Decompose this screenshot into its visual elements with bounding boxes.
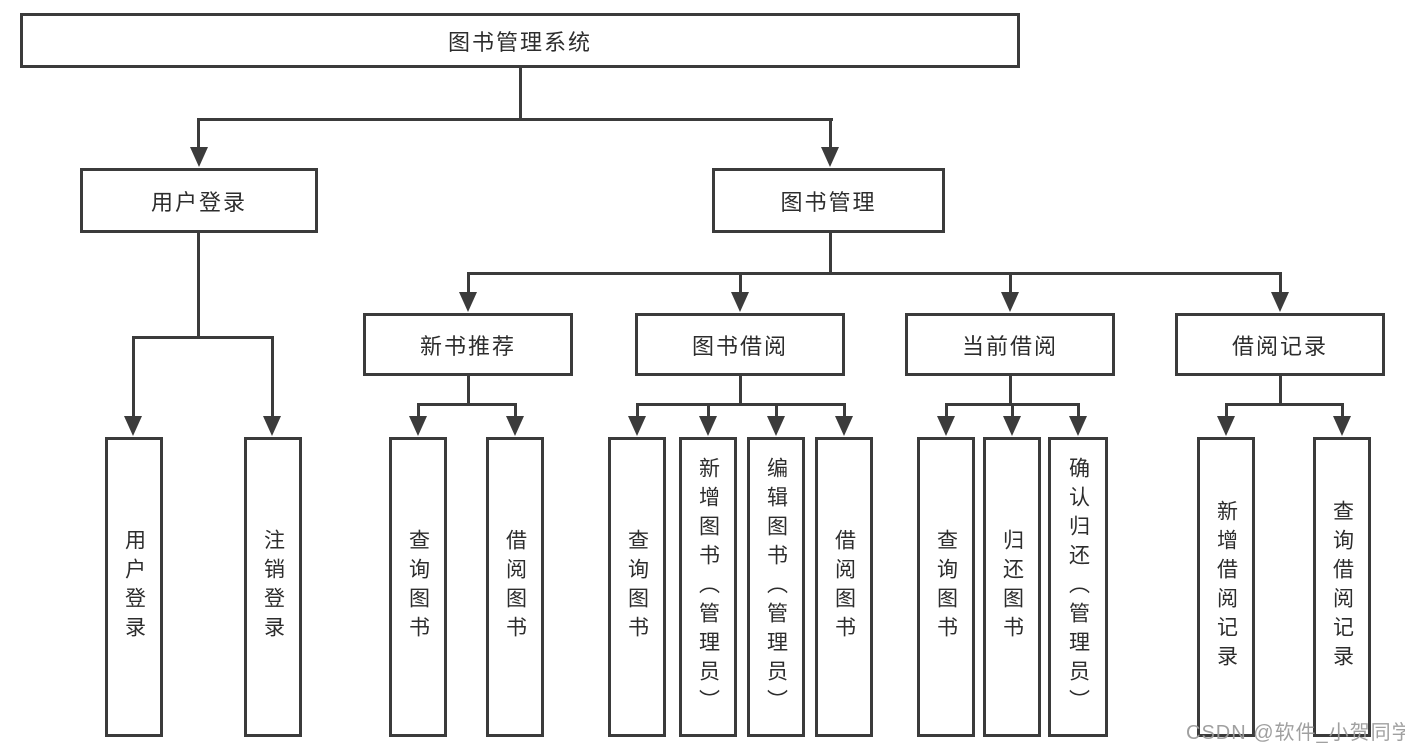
node-current-borrow: 当前借阅	[905, 313, 1115, 376]
connector-line	[1225, 403, 1344, 406]
connector-line	[271, 336, 274, 418]
arrow-down-icon	[190, 147, 208, 167]
node-current-borrow-label: 当前借阅	[961, 333, 1058, 359]
connector-line	[417, 403, 420, 418]
node-leaf-borrow-books-1: 借阅图书	[486, 437, 544, 737]
arrow-down-icon	[506, 416, 524, 436]
node-leaf-add-borrow-record-label: 新增借阅记录	[1214, 500, 1238, 674]
connector-line	[197, 118, 200, 150]
node-new-book-recommend: 新书推荐	[363, 313, 573, 376]
node-leaf-edit-books-admin: 编辑图书（管理员）	[747, 437, 805, 737]
node-leaf-confirm-return-admin: 确认归还（管理员）	[1048, 437, 1108, 737]
node-leaf-add-books-admin-label: 新增图书（管理员）	[696, 456, 720, 718]
connector-line	[739, 272, 742, 294]
connector-line	[739, 375, 742, 406]
node-leaf-borrow-books-2: 借阅图书	[815, 437, 873, 737]
arrow-down-icon	[767, 416, 785, 436]
node-user-login: 用户登录	[80, 168, 318, 233]
node-leaf-return-books-label: 归还图书	[1000, 529, 1024, 645]
node-user-login-label: 用户登录	[150, 189, 247, 215]
connector-line	[1011, 403, 1014, 418]
node-leaf-query-books-1-label: 查询图书	[406, 529, 430, 645]
node-leaf-query-books-2-label: 查询图书	[625, 529, 649, 645]
node-leaf-logout-label: 注销登录	[261, 529, 285, 645]
connector-line	[1279, 272, 1282, 294]
node-leaf-query-books-1: 查询图书	[389, 437, 447, 737]
node-borrow-records: 借阅记录	[1175, 313, 1385, 376]
node-root-label: 图书管理系统	[447, 29, 592, 55]
arrow-down-icon	[937, 416, 955, 436]
arrow-down-icon	[459, 292, 477, 312]
node-book-management: 图书管理	[712, 168, 945, 233]
node-leaf-user-login-label: 用户登录	[122, 529, 146, 645]
node-book-management-label: 图书管理	[780, 189, 877, 215]
connector-line	[829, 233, 832, 274]
connector-line	[197, 233, 200, 338]
connector-line	[467, 272, 1282, 275]
arrow-down-icon	[731, 292, 749, 312]
node-leaf-query-borrow-record: 查询借阅记录	[1313, 437, 1371, 737]
connector-line	[843, 403, 846, 418]
arrow-down-icon	[821, 147, 839, 167]
node-leaf-borrow-books-2-label: 借阅图书	[832, 529, 856, 645]
arrow-down-icon	[699, 416, 717, 436]
arrow-down-icon	[1003, 416, 1021, 436]
node-leaf-logout: 注销登录	[244, 437, 302, 737]
node-leaf-query-books-2: 查询图书	[608, 437, 666, 737]
connector-line	[1341, 403, 1344, 418]
node-leaf-user-login: 用户登录	[105, 437, 163, 737]
connector-line	[417, 403, 517, 406]
connector-line	[132, 336, 274, 339]
arrow-down-icon	[1333, 416, 1351, 436]
connector-line	[775, 403, 778, 418]
node-leaf-add-borrow-record: 新增借阅记录	[1197, 437, 1255, 737]
connector-line	[1009, 272, 1012, 294]
arrow-down-icon	[1069, 416, 1087, 436]
node-leaf-confirm-return-admin-label: 确认归还（管理员）	[1066, 456, 1090, 718]
connector-line	[1009, 375, 1012, 406]
connector-line	[514, 403, 517, 418]
connector-line	[1279, 375, 1282, 406]
node-leaf-edit-books-admin-label: 编辑图书（管理员）	[764, 456, 788, 718]
arrow-down-icon	[124, 416, 142, 436]
connector-line	[519, 67, 522, 120]
connector-line	[707, 403, 710, 418]
node-leaf-return-books: 归还图书	[983, 437, 1041, 737]
arrow-down-icon	[835, 416, 853, 436]
connector-line	[829, 118, 832, 150]
watermark: CSDN @软件_小贺同学	[1186, 722, 1405, 744]
arrow-down-icon	[1001, 292, 1019, 312]
node-borrow-records-label: 借阅记录	[1231, 333, 1328, 359]
node-leaf-query-books-3-label: 查询图书	[934, 529, 958, 645]
arrow-down-icon	[263, 416, 281, 436]
node-book-borrow-label: 图书借阅	[691, 333, 788, 359]
arrow-down-icon	[409, 416, 427, 436]
connector-line	[1225, 403, 1228, 418]
node-leaf-query-borrow-record-label: 查询借阅记录	[1330, 500, 1354, 674]
connector-line	[636, 403, 639, 418]
node-new-book-recommend-label: 新书推荐	[419, 333, 516, 359]
arrow-down-icon	[628, 416, 646, 436]
arrow-down-icon	[1271, 292, 1289, 312]
connector-line	[467, 375, 470, 406]
connector-line	[132, 336, 135, 418]
node-root: 图书管理系统	[20, 13, 1020, 68]
node-leaf-add-books-admin: 新增图书（管理员）	[679, 437, 737, 737]
node-leaf-query-books-3: 查询图书	[917, 437, 975, 737]
connector-line	[945, 403, 948, 418]
connector-line	[1077, 403, 1080, 418]
connector-line	[636, 403, 846, 406]
connector-line	[467, 272, 470, 294]
node-book-borrow: 图书借阅	[635, 313, 845, 376]
node-leaf-borrow-books-1-label: 借阅图书	[503, 529, 527, 645]
arrow-down-icon	[1217, 416, 1235, 436]
connector-line	[197, 118, 833, 121]
